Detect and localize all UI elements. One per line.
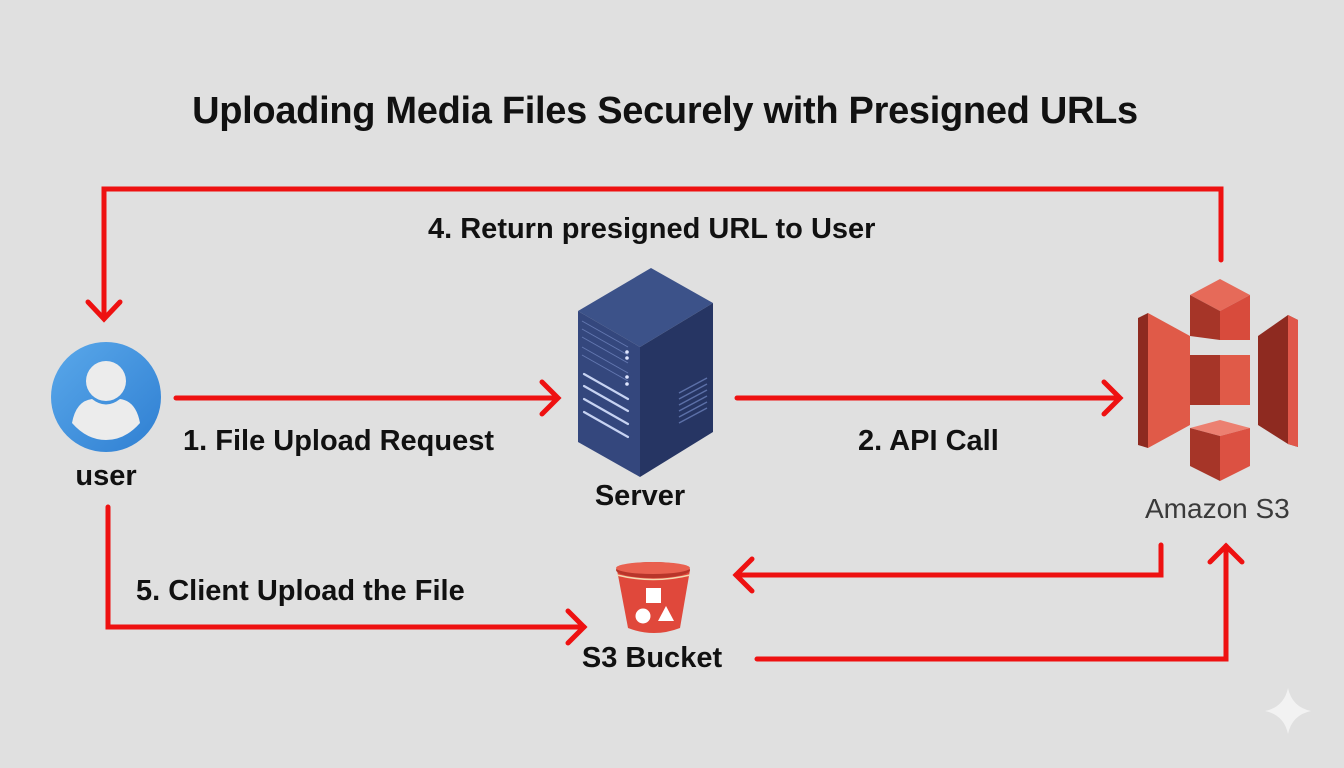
user-label: user (75, 460, 137, 492)
arrow-bucket-to-s3-head (1207, 542, 1245, 565)
diagram-title: Uploading Media Files Securely with Pres… (192, 90, 1138, 132)
arrow-step5-head (565, 608, 588, 646)
server-label: Server (594, 480, 686, 512)
step-5-label: 5. Client Upload the File (136, 575, 465, 607)
arrow-step4-head (85, 299, 123, 323)
arrow-s3-to-bucket (733, 542, 1164, 578)
arrow-step1-head (539, 379, 562, 417)
arrow-step5-client-upload (105, 504, 587, 630)
s3-bucket-label: S3 Bucket (581, 642, 723, 674)
arrow-bucket-to-s3 (754, 543, 1229, 662)
arrow-step2-head (1101, 379, 1124, 417)
step-4-label: 4. Return presigned URL to User (428, 213, 876, 245)
arrow-step4-return-url (101, 186, 1224, 321)
step-2-label: 2. API Call (858, 425, 999, 457)
arrow-s3-to-bucket-head (732, 556, 755, 594)
amazon-s3-label: Amazon S3 (1145, 493, 1290, 524)
step-1-label: 1. File Upload Request (183, 425, 494, 457)
